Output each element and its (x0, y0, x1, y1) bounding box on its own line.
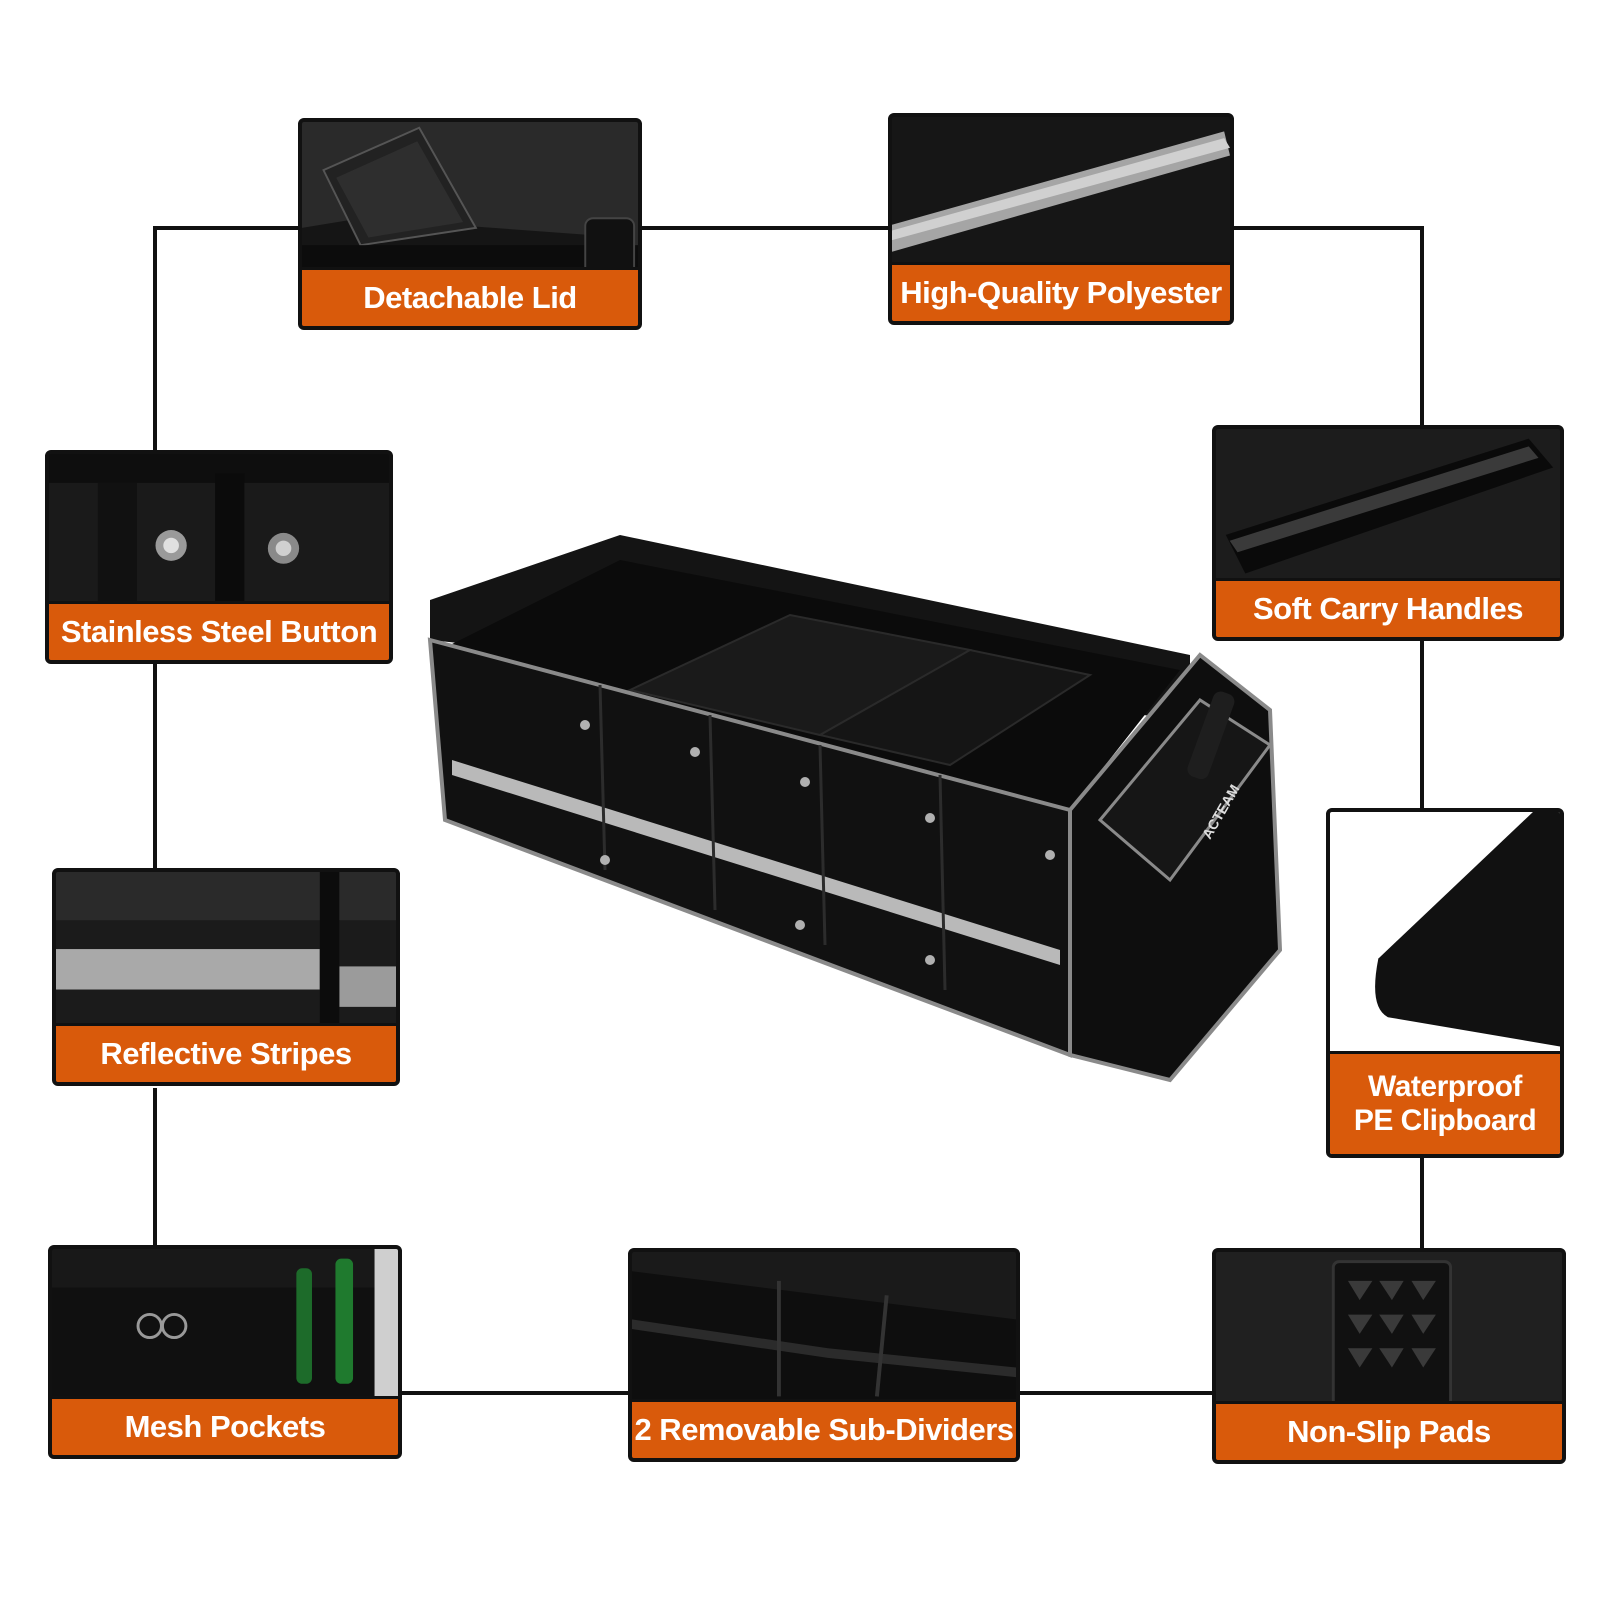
feature-label-detachable-lid: Detachable Lid (302, 267, 638, 326)
connector-top-right (1232, 226, 1424, 425)
feature-label-mesh-pockets: Mesh Pockets (52, 1396, 398, 1455)
trunk-organizer-product-image: ACTEAM (427, 535, 1283, 1083)
feature-card-mesh-pockets: Mesh Pockets (48, 1245, 402, 1459)
feature-card-removable-sub-dividers: 2 Removable Sub-Dividers (628, 1248, 1020, 1462)
connector-top-left (153, 226, 300, 450)
feature-card-soft-carry-handles: Soft Carry Handles (1212, 425, 1564, 641)
feature-label-waterproof-pe-clipboard: Waterproof PE Clipboard (1330, 1051, 1560, 1154)
feature-card-high-quality-polyester: High-Quality Polyester (888, 113, 1234, 325)
feature-card-waterproof-pe-clipboard: Waterproof PE Clipboard (1326, 808, 1564, 1158)
feature-label-stainless-steel-button: Stainless Steel Button (49, 601, 389, 660)
feature-label-high-quality-polyester: High-Quality Polyester (892, 262, 1230, 321)
feature-label-non-slip-pads: Non-Slip Pads (1216, 1401, 1562, 1460)
feature-label-reflective-stripes: Reflective Stripes (56, 1023, 396, 1082)
feature-card-stainless-steel-button: Stainless Steel Button (45, 450, 393, 664)
feature-label-soft-carry-handles: Soft Carry Handles (1216, 578, 1560, 637)
feature-label-line2: PE Clipboard (1353, 1104, 1537, 1137)
feature-card-non-slip-pads: Non-Slip Pads (1212, 1248, 1566, 1464)
feature-card-reflective-stripes: Reflective Stripes (52, 868, 400, 1086)
feature-card-detachable-lid: Detachable Lid (298, 118, 642, 330)
feature-label-line1: Waterproof (1368, 1069, 1522, 1103)
feature-label-removable-sub-dividers: 2 Removable Sub-Dividers (632, 1399, 1016, 1458)
